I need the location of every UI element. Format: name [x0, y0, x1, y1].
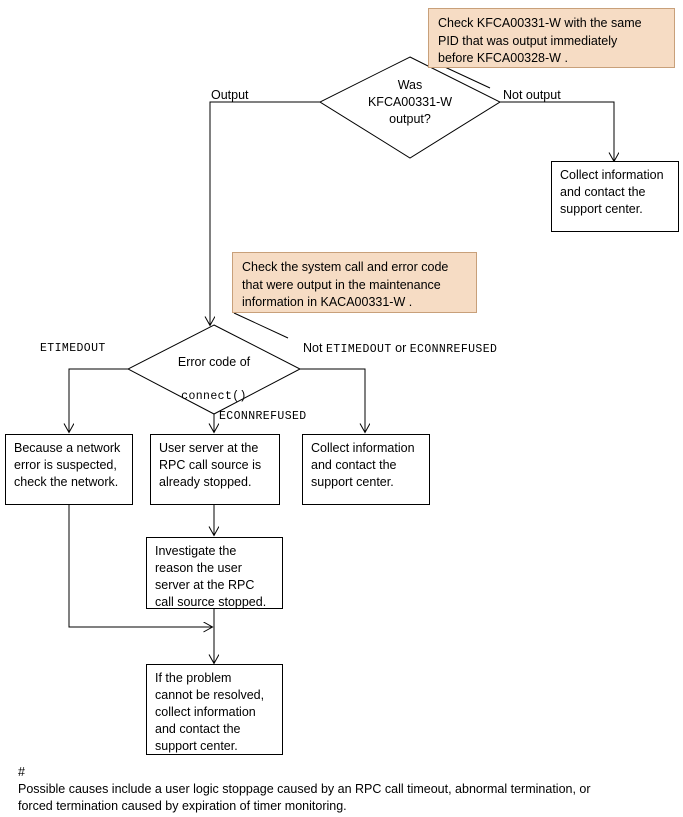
edge-label-not-output: Not output	[503, 88, 561, 102]
box-collect-support-top: Collect information and contact the supp…	[551, 161, 679, 232]
decision-label-error-code-line1: Error code of	[177, 355, 251, 369]
edge-label-not-etimedout: Not ETIMEDOUT or ECONNREFUSED	[303, 341, 497, 357]
edge-not-output	[500, 101, 614, 161]
decision-label-error-code-line2: connect()	[181, 390, 247, 403]
edge-label-not-etimedout-or: or	[391, 341, 410, 355]
decision-label-error-code: Error code of connect()	[156, 337, 272, 422]
callout-kaca00331: Check the system call and error code tha…	[232, 252, 477, 313]
edge-label-not-etimedout-code2: ECONNREFUSED	[409, 343, 498, 356]
edge-label-output: Output	[211, 88, 249, 102]
footnote-marker: #	[18, 765, 25, 779]
callout-2-tail	[233, 312, 289, 339]
box-investigate-reason: Investigate the reason the user server a…	[146, 537, 283, 609]
footnote-text: Possible causes include a user logic sto…	[18, 782, 591, 813]
edge-label-econnrefused: ECONNREFUSED	[219, 410, 307, 423]
box-final-collect-support: If the problem cannot be resolved, colle…	[146, 664, 283, 755]
edge-not-etimedout	[300, 368, 365, 432]
edge-label-not-etimedout-code1: ETIMEDOUT	[325, 343, 392, 356]
box-collect-support-right: Collect information and contact the supp…	[302, 434, 430, 505]
box-network-error: Because a network error is suspected, ch…	[5, 434, 133, 505]
box-user-server-stopped: User server at the RPC call source is al…	[150, 434, 280, 505]
edge-label-not-etimedout-prefix: Not	[303, 341, 326, 355]
edge-etimedout	[69, 368, 128, 432]
callout-kfca00331: Check KFCA00331-W with the same PID that…	[428, 8, 675, 68]
decision-label-kfca00331-output: Was KFCA00331-W output?	[367, 78, 453, 126]
edge-label-etimedout: ETIMEDOUT	[40, 342, 106, 355]
